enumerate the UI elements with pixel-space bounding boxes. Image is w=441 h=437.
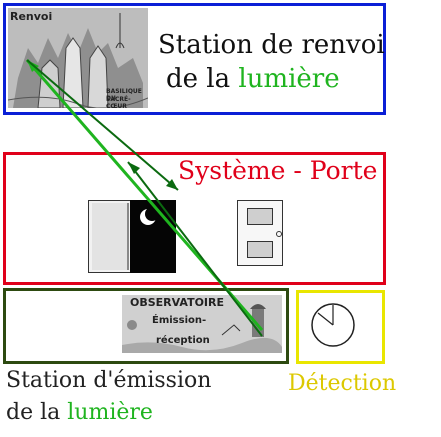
door-opening bbox=[130, 200, 176, 273]
panel-slot-bottom bbox=[247, 241, 273, 258]
detection-frame bbox=[296, 290, 385, 364]
detector-dial-icon bbox=[311, 303, 355, 347]
beam-return-emission bbox=[127, 161, 263, 337]
renvoi-title-prefix: de la bbox=[166, 64, 239, 94]
control-panel bbox=[237, 200, 283, 266]
renvoi-title-highlight: lumière bbox=[238, 64, 340, 94]
basilica-sketch-label-1: BASILIQUE DU bbox=[106, 88, 142, 102]
door-leaf bbox=[92, 203, 129, 270]
emission-caption-line2: de la lumière bbox=[6, 400, 153, 425]
station-renvoi-frame bbox=[3, 3, 386, 115]
renvoi-title-line2: de la lumière bbox=[166, 64, 340, 94]
renvoi-title-line1: Station de renvoi bbox=[158, 30, 385, 60]
station-emission-frame bbox=[3, 288, 289, 364]
detection-label: Détection bbox=[288, 371, 397, 396]
observatory-sketch-line3: réception bbox=[156, 335, 210, 346]
emission-caption-highlight: lumière bbox=[67, 400, 153, 425]
renvoi-sketch-caption: Renvoi bbox=[10, 10, 53, 23]
beam-return bbox=[26, 59, 179, 191]
panel-indicator-icon bbox=[276, 231, 282, 237]
observatory-sketch-line2: Émission- bbox=[152, 315, 207, 326]
emission-caption-prefix: de la bbox=[6, 400, 68, 425]
observatory-sketch-line1: OBSERVATOIRE bbox=[130, 296, 224, 309]
porte-title: Système - Porte bbox=[178, 156, 378, 185]
panel-slot-top bbox=[247, 208, 273, 225]
emission-caption-line1: Station d'émission bbox=[6, 368, 212, 393]
moon-icon bbox=[140, 207, 159, 225]
basilica-sketch-label-2: SACRÉ-CŒUR bbox=[106, 96, 131, 108]
systeme-porte-frame bbox=[3, 152, 386, 285]
